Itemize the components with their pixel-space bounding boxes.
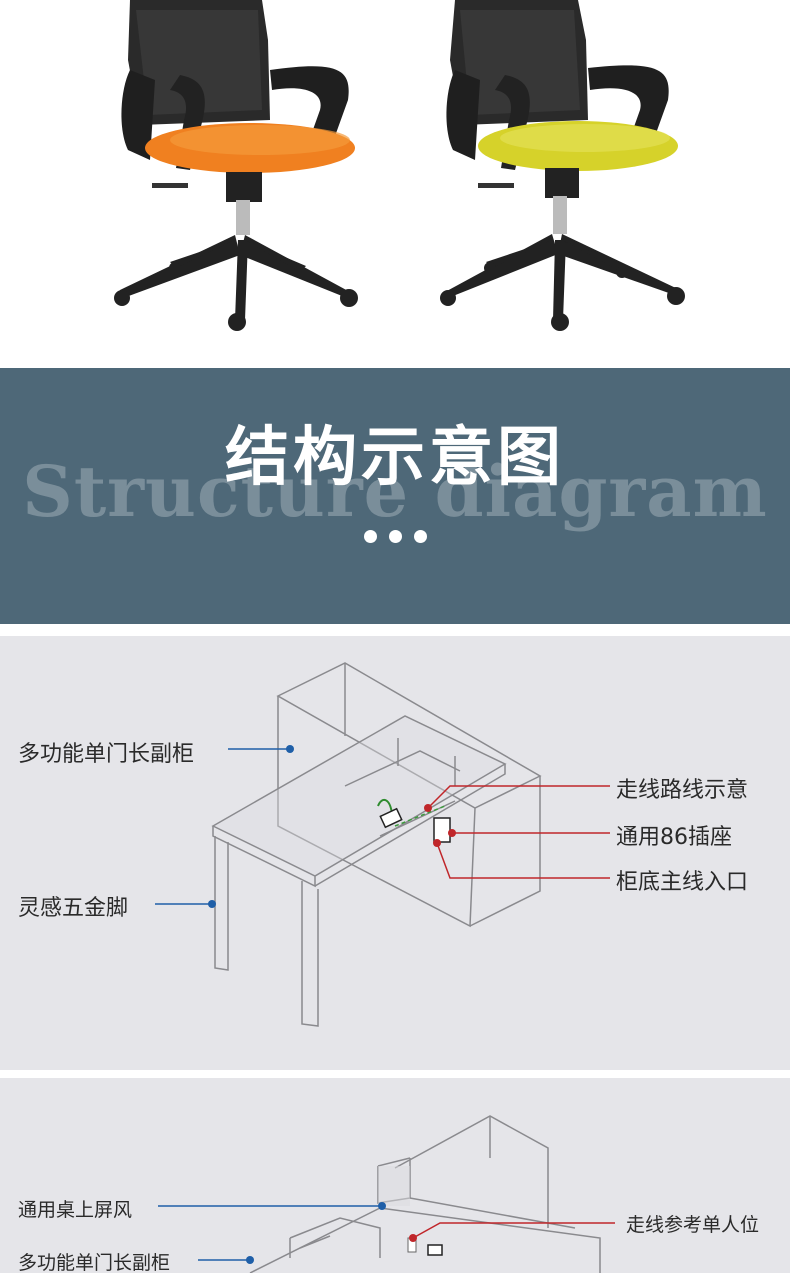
chairs-photo	[0, 0, 790, 368]
label-cabinet-2: 多功能单门长副柜	[18, 1252, 171, 1274]
label-legs: 灵感五金脚	[18, 896, 129, 921]
dot	[413, 530, 427, 543]
banner-dots	[0, 528, 790, 547]
chair-orange	[114, 0, 358, 331]
dot	[363, 530, 377, 543]
banner-background-text: Structure diagram	[22, 450, 768, 533]
desk-line-drawing-2	[158, 1115, 615, 1273]
office-chairs-image	[114, 0, 685, 331]
structure-diagram-2: 通用桌上屏风 多功能单门长副柜 走线参考单人位	[0, 1078, 790, 1274]
structure-diagram-1: 多功能单门长副柜 灵感五金脚 走线路线示意 通用86插座 柜底主线入口	[0, 636, 790, 1070]
label-wiring-route: 走线路线示意	[616, 778, 749, 803]
label-cable-entry: 柜底主线入口	[616, 870, 749, 895]
label-socket: 通用86插座	[616, 825, 732, 850]
chair-yellow	[440, 0, 685, 331]
label-cabinet: 多功能单门长副柜	[18, 742, 195, 767]
label-wiring-single: 走线参考单人位	[626, 1214, 760, 1236]
section-banner: Structure diagram 结构示意图	[0, 368, 790, 624]
desk-line-drawing-1	[155, 662, 610, 1027]
label-desk-screen: 通用桌上屏风	[18, 1199, 133, 1221]
dot	[388, 530, 402, 543]
banner-title: 结构示意图	[225, 421, 565, 495]
